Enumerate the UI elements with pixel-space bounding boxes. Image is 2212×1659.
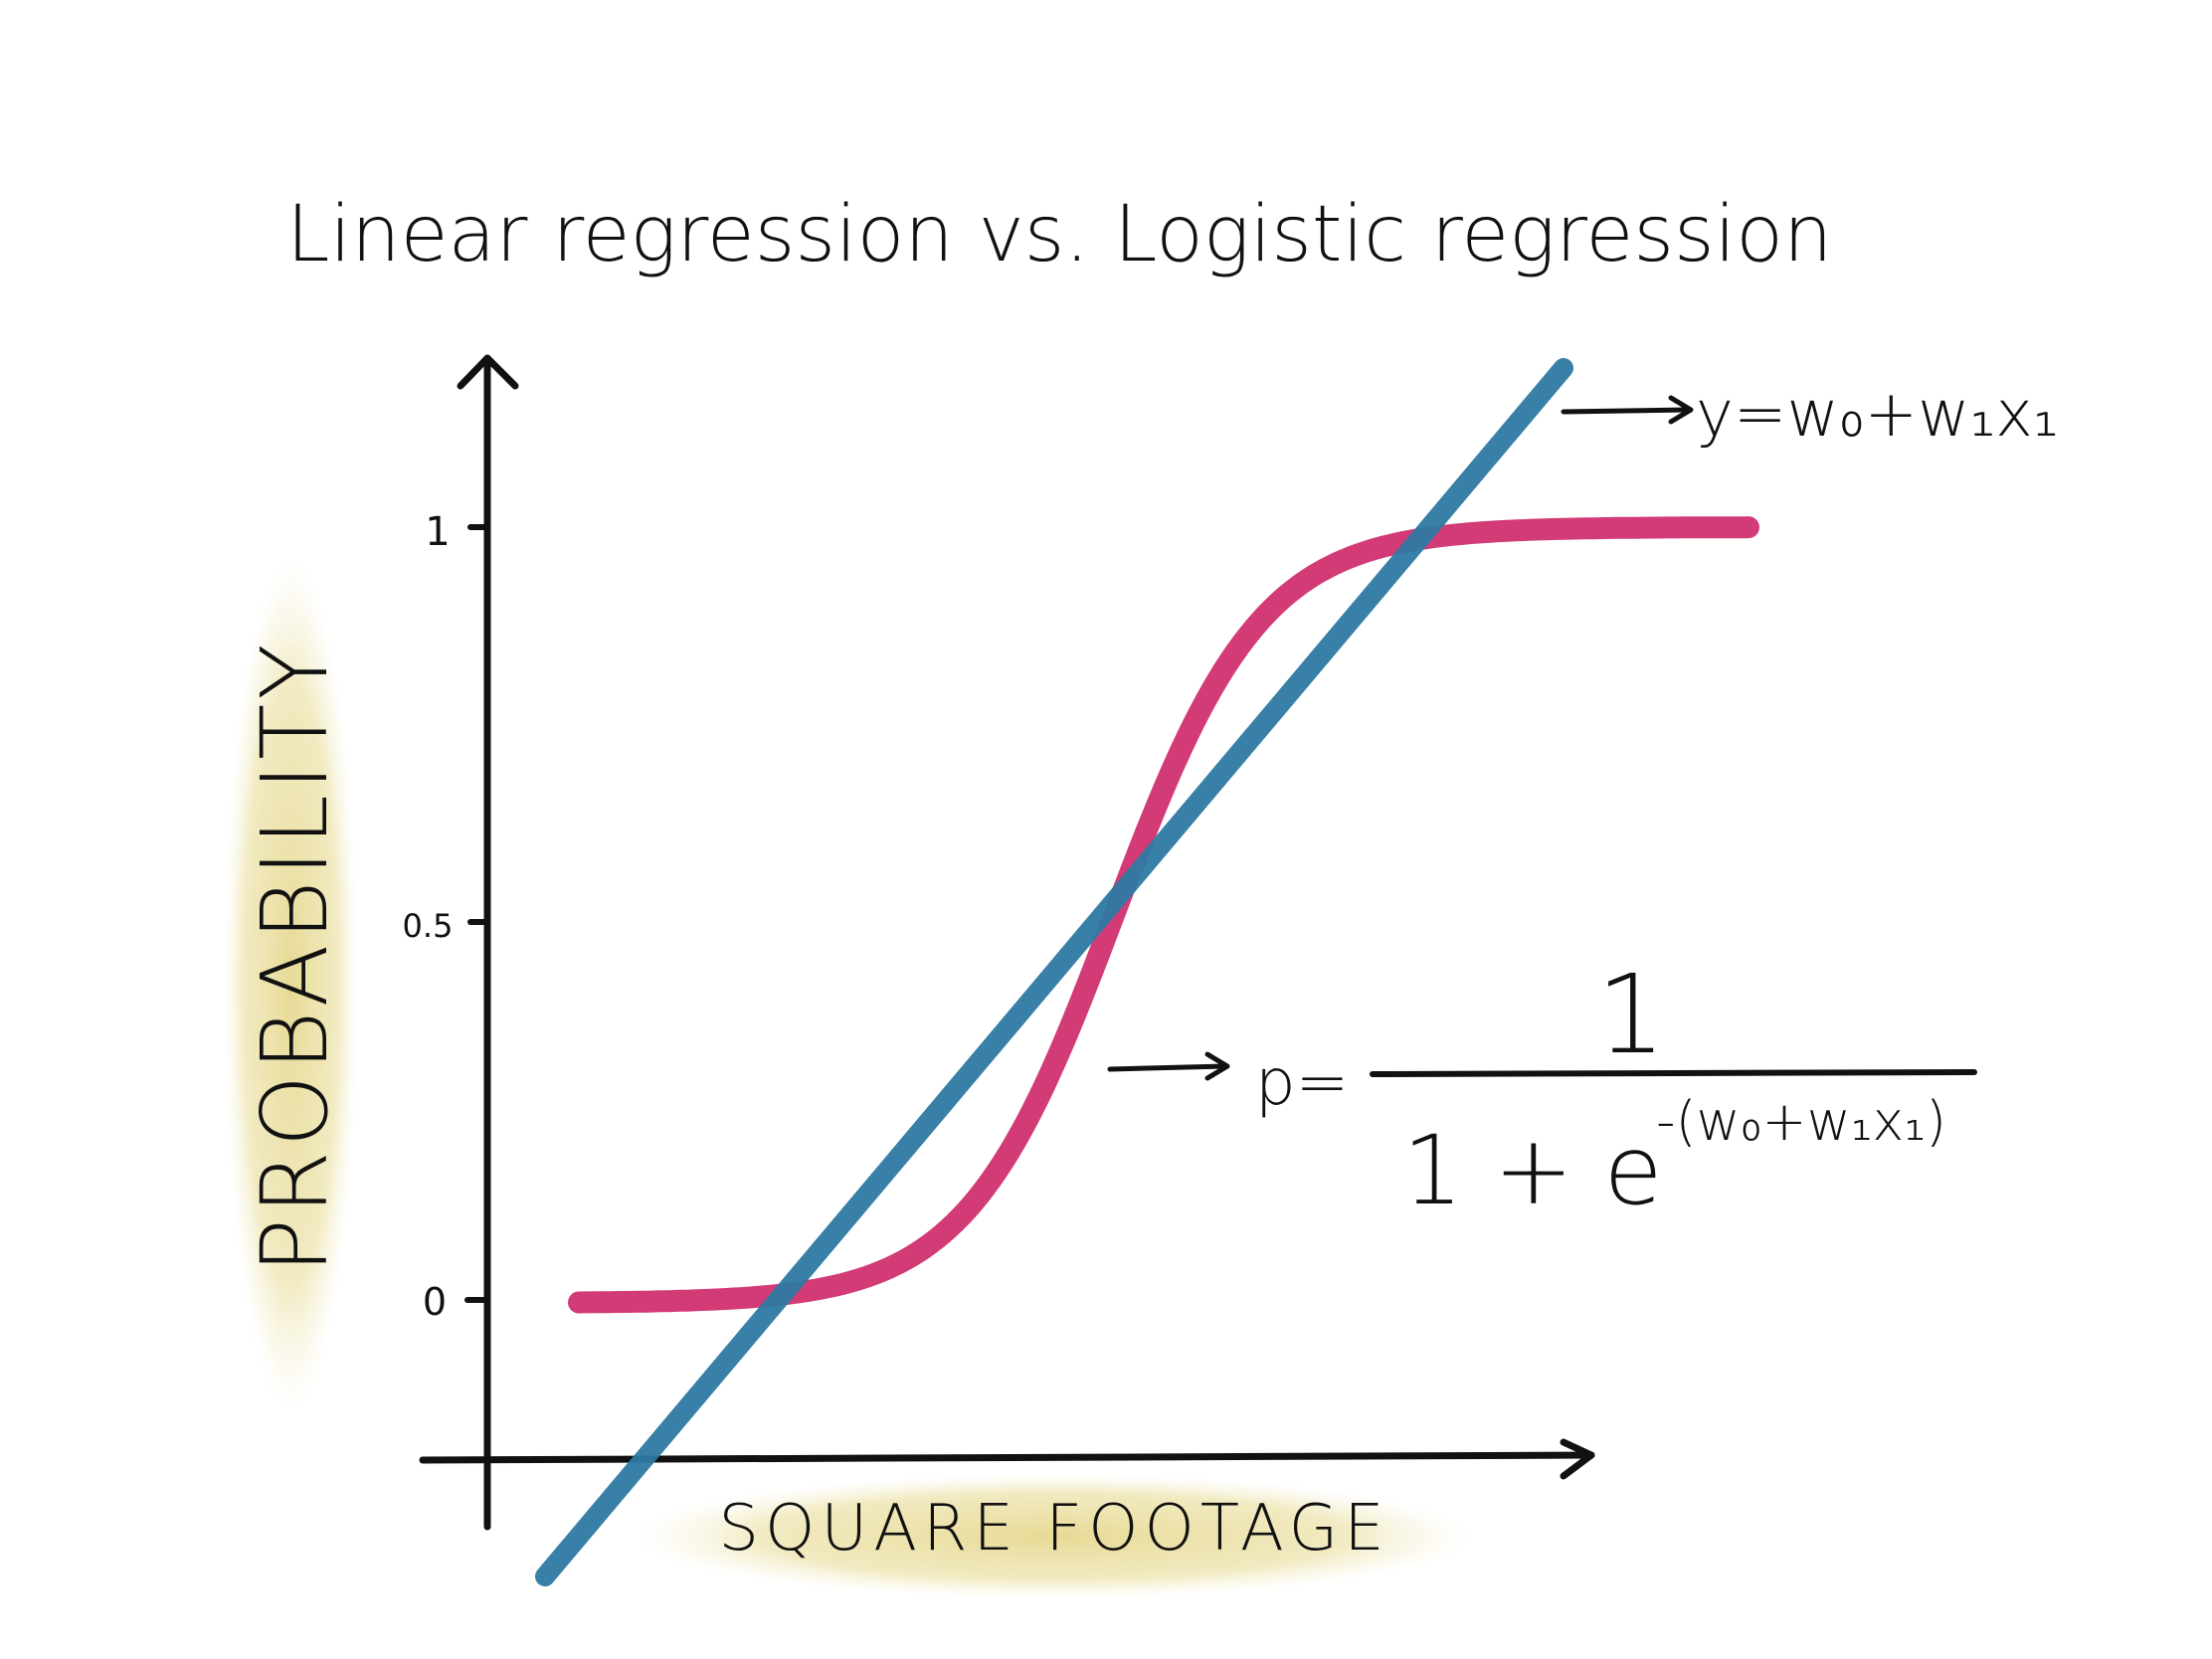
logistic-equation-exponent: -(w₀+w₁x₁) bbox=[1656, 1090, 1946, 1153]
y-axis bbox=[457, 354, 519, 1531]
xlabel-highlight bbox=[637, 1474, 1472, 1598]
x-axis bbox=[419, 1438, 1595, 1480]
linear-regression-line bbox=[535, 358, 1573, 1586]
ylabel-highlight bbox=[224, 557, 358, 1412]
logistic-equation-lhs: p= bbox=[1255, 1046, 1349, 1120]
linear-equation-arrow bbox=[1561, 395, 1694, 425]
y-ticks bbox=[464, 524, 490, 1303]
ytick-label-1: 1 bbox=[425, 509, 450, 555]
chart-title: Linear regression vs. Logistic regressio… bbox=[286, 190, 1832, 279]
linear-equation: y=w₀+w₁x₁ bbox=[1696, 378, 2059, 452]
x-axis-label: SQUARE FOOTAGE bbox=[718, 1492, 1389, 1566]
logistic-equation-arrow bbox=[1107, 1051, 1230, 1081]
fraction-bar bbox=[1370, 1069, 1977, 1077]
ytick-label-0: 0 bbox=[423, 1280, 447, 1324]
y-axis-label: PROBABILITY bbox=[242, 640, 348, 1273]
ytick-label-0-5: 0.5 bbox=[403, 907, 454, 945]
logistic-equation-numerator: 1 bbox=[1596, 951, 1666, 1078]
logistic-equation-denominator: 1 + e bbox=[1402, 1115, 1663, 1226]
